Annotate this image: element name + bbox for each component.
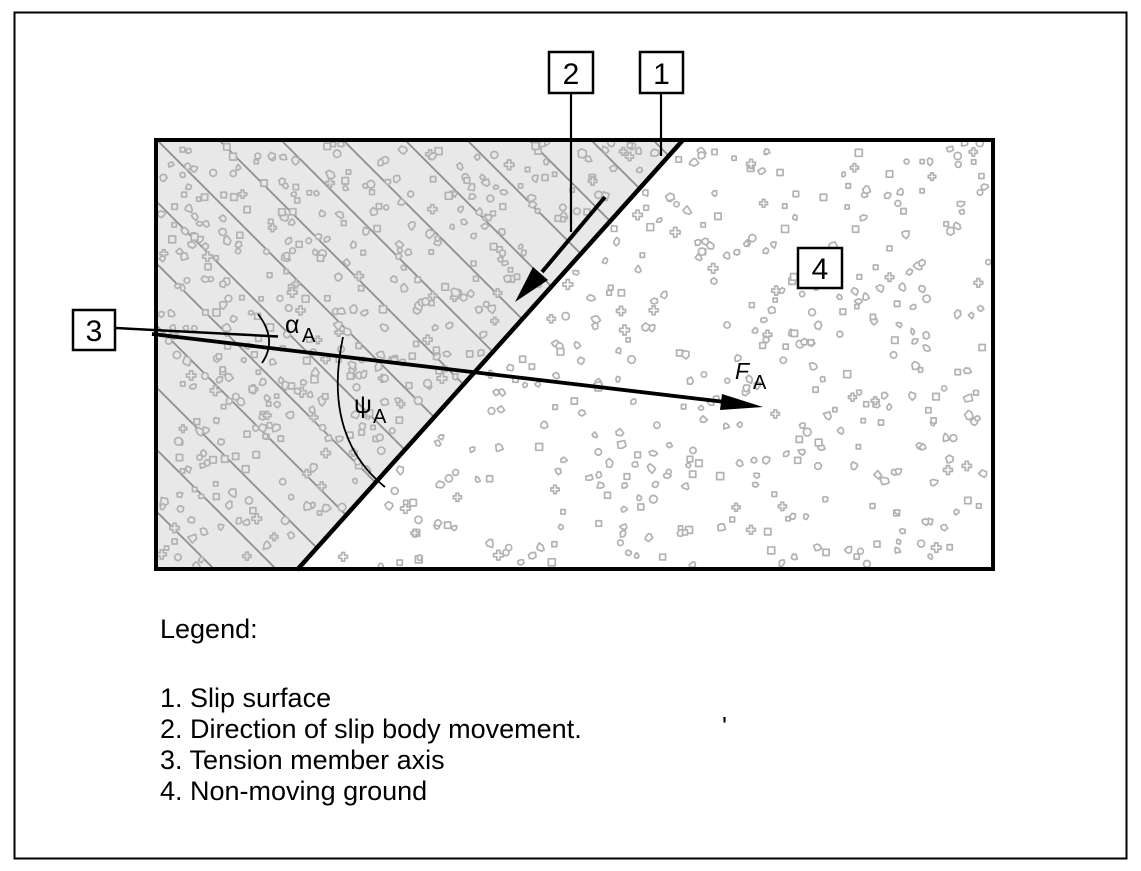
diagram-frame xyxy=(154,138,995,571)
callout-box-3: 3 xyxy=(71,308,117,352)
svg-text:α: α xyxy=(285,311,299,339)
legend-item: 4. Non-moving ground xyxy=(160,776,428,806)
alpha-angle-arc xyxy=(257,313,270,364)
legend-item: 2. Direction of slip body movement. xyxy=(160,714,582,744)
stray-mark: ' xyxy=(722,711,727,741)
callout-label-2: 2 xyxy=(563,58,580,91)
soil-particles xyxy=(158,139,991,567)
psi-label: ψ A xyxy=(354,391,387,428)
psi-angle-arc xyxy=(336,336,386,488)
callout-box-2: 2 xyxy=(547,50,595,95)
svg-text:F: F xyxy=(735,358,751,384)
callout-box-4: 4 xyxy=(796,246,844,290)
svg-text:A: A xyxy=(373,406,387,428)
svg-text:A: A xyxy=(753,372,767,394)
tension-axis-arrow xyxy=(151,332,763,410)
legend: Legend: 1. Slip surface 2. Direction of … xyxy=(160,613,582,807)
callout-label-4: 4 xyxy=(812,253,829,286)
svg-text:A: A xyxy=(302,325,316,347)
leader-line-3 xyxy=(115,326,279,338)
svg-text:ψ: ψ xyxy=(354,391,372,419)
slip-surface-line xyxy=(295,138,685,572)
slip-body-region xyxy=(154,138,684,571)
callout-label-1: 1 xyxy=(653,58,670,91)
callout-box-1: 1 xyxy=(638,50,685,95)
page-border xyxy=(13,11,1128,860)
movement-arrow xyxy=(515,195,607,302)
legend-item: 1. Slip surface xyxy=(160,683,332,713)
legend-item: 3. Tension member axis xyxy=(160,745,445,775)
alpha-label: α A xyxy=(285,311,316,347)
legend-title: Legend: xyxy=(160,614,258,644)
force-label: F A xyxy=(735,358,767,394)
callout-label-3: 3 xyxy=(86,315,103,348)
